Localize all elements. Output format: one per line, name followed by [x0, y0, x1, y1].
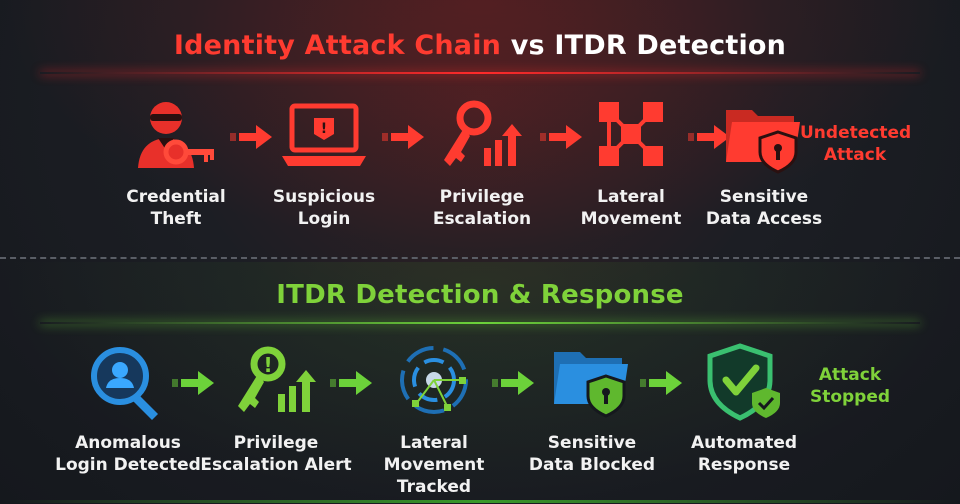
step-label: Anomalous Login Detected: [55, 433, 201, 475]
attack-chain-title: Identity Attack Chain vs ITDR Detection: [0, 30, 960, 61]
step-anomalous-login: Anomalous Login Detected: [48, 342, 208, 476]
folder-shield-icon: [726, 110, 800, 174]
title-attack-chain: Identity Attack Chain: [173, 30, 502, 61]
bottom-glow-line: [0, 500, 960, 503]
step-credential-theft: Credential Theft: [96, 96, 256, 230]
step-privilege-escalation: Privilege Escalation: [402, 96, 562, 230]
red-glow-line: [40, 72, 920, 74]
step-label: Privilege Escalation Alert: [200, 433, 352, 475]
green-glow-line: [40, 322, 920, 324]
section-divider: [0, 257, 960, 259]
title-vs-itdr: vs ITDR Detection: [510, 30, 787, 61]
key-alert-icon: !: [238, 346, 316, 412]
attack-stopped-status: Attack Stopped: [809, 365, 891, 407]
arrow-right-icon: [330, 371, 372, 395]
arrow-right-icon: [492, 371, 534, 395]
step-suspicious-login: ! Suspicious Login: [244, 96, 404, 230]
radar-tracking-icon: [400, 346, 468, 414]
itdr-response-title: ITDR Detection & Response: [276, 280, 684, 310]
svg-text:!: !: [263, 353, 272, 377]
folder-lock-icon: [554, 352, 628, 418]
laptop-alert-icon: !: [282, 103, 366, 166]
step-sensitive-data-blocked: Sensitive Data Blocked: [512, 342, 672, 476]
key-arrow-up-icon: [444, 100, 522, 166]
arrow-right-icon: [382, 125, 424, 149]
step-label: Suspicious Login: [272, 187, 376, 229]
undetected-attack-status: Undetected Attack: [800, 123, 912, 165]
arrow-right-icon: [230, 125, 272, 149]
arrow-right-icon: [688, 125, 730, 149]
step-label: Sensitive Data Access: [705, 187, 823, 229]
step-lateral-movement-tracked: Lateral Movement Tracked: [354, 342, 514, 498]
shield-check-icon: [707, 343, 780, 421]
arrow-right-icon: [640, 371, 682, 395]
step-label: Lateral Movement Tracked: [383, 433, 485, 497]
step-label: Credential Theft: [126, 187, 226, 229]
step-sensitive-data-access: Sensitive Data Access: [684, 96, 844, 230]
svg-text:!: !: [321, 121, 327, 137]
magnifier-user-icon: [91, 347, 158, 420]
itdr-response-panel: [0, 262, 960, 504]
hacker-key-icon: [138, 102, 214, 168]
step-lateral-movement: Lateral Movement: [551, 96, 711, 230]
network-nodes-icon: [599, 102, 663, 166]
arrow-right-icon: [540, 125, 582, 149]
step-automated-response: Automated Response: [664, 342, 824, 476]
arrow-right-icon: [172, 371, 214, 395]
step-privilege-escalation-alert: ! Privilege Escalation Alert: [196, 342, 356, 476]
step-label: Sensitive Data Blocked: [528, 433, 656, 475]
step-label: Lateral Movement: [580, 187, 682, 229]
step-label: Automated Response: [690, 433, 798, 475]
step-label: Privilege Escalation: [432, 187, 532, 229]
